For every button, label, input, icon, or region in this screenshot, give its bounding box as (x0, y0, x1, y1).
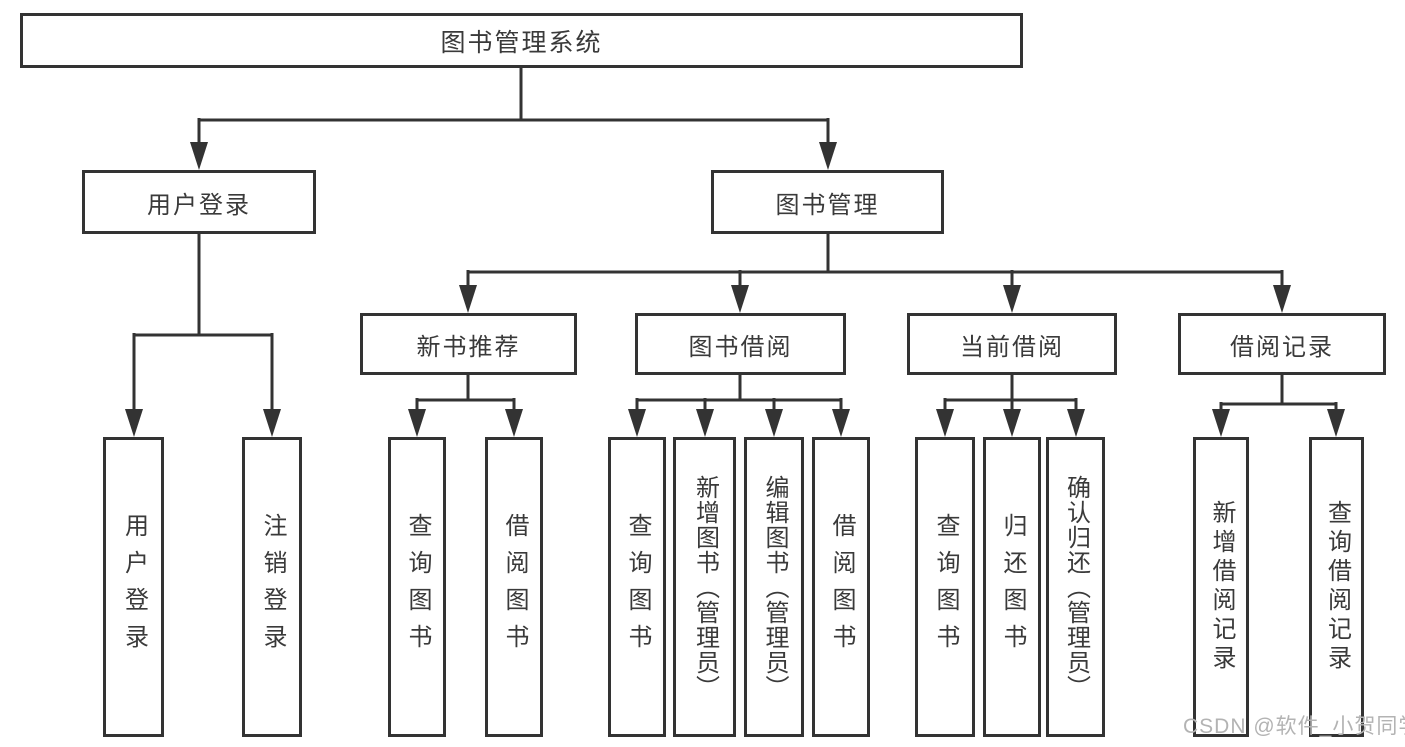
branch-book-borrow (628, 375, 850, 437)
csdn-watermark: CSDN @软件_小贺同学 (1183, 715, 1405, 738)
leaf-add-book-admin: 新增图书（管理员） (673, 437, 736, 737)
branch-borrow-records (1212, 375, 1345, 437)
node-book-borrow: 图书借阅 (635, 313, 846, 375)
leaf-user-login: 用户登录 (103, 437, 164, 737)
leaf-borrow-books-recommend: 借阅图书 (485, 437, 543, 737)
branch-root (190, 68, 837, 170)
leaf-query-borrow-record: 查询借阅记录 (1309, 437, 1364, 737)
node-user-login: 用户登录 (82, 170, 316, 234)
branch-current-borrow (936, 375, 1085, 437)
leaf-query-books-borrow: 查询图书 (608, 437, 666, 737)
leaf-add-borrow-record: 新增借阅记录 (1193, 437, 1249, 737)
branch-book-management (459, 234, 1291, 313)
node-root: 图书管理系统 (20, 13, 1023, 68)
leaf-query-books-recommend: 查询图书 (388, 437, 446, 737)
leaf-return-book: 归还图书 (983, 437, 1041, 737)
leaf-edit-book-admin: 编辑图书（管理员） (744, 437, 804, 737)
node-borrow-records: 借阅记录 (1178, 313, 1386, 375)
leaf-borrow-books: 借阅图书 (812, 437, 870, 737)
node-book-management: 图书管理 (711, 170, 944, 234)
branch-user-login (125, 234, 281, 437)
leaf-confirm-return-admin: 确认归还（管理员） (1046, 437, 1105, 737)
node-current-borrow: 当前借阅 (907, 313, 1117, 375)
leaf-logout: 注销登录 (242, 437, 302, 737)
branch-new-book-recommend (408, 375, 523, 437)
node-new-book-recommend: 新书推荐 (360, 313, 577, 375)
leaf-query-books-current: 查询图书 (915, 437, 975, 737)
